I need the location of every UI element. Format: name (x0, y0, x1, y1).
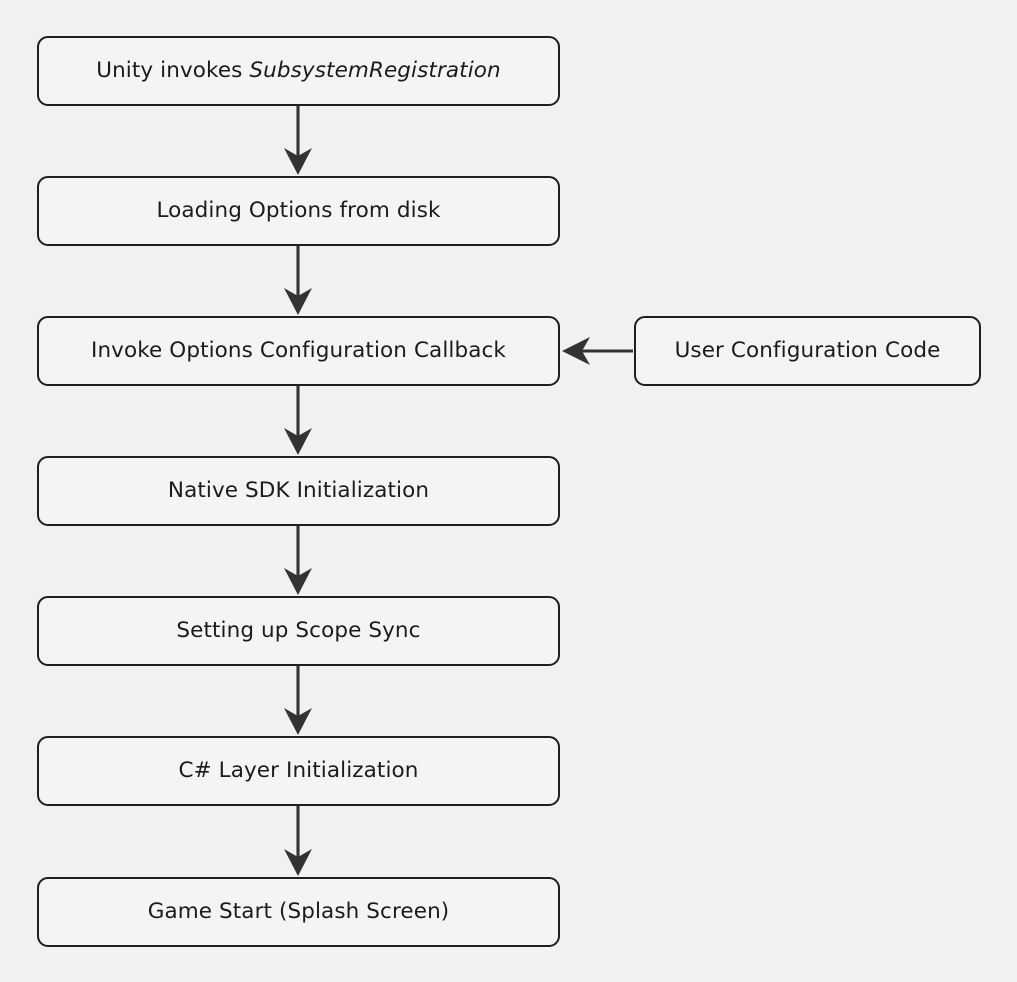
node-loading-options[interactable]: Loading Options from disk (37, 176, 560, 246)
node-subsystem-registration-label: Unity invokes SubsystemRegistration (96, 58, 501, 84)
node-subsystem-registration-label-emphasis: SubsystemRegistration (249, 58, 501, 84)
node-csharp-layer-init-label: C# Layer Initialization (178, 758, 419, 784)
edge-subsystem-registration-to-loading-options (284, 106, 312, 175)
edge-csharp-layer-init-to-game-start (284, 806, 312, 876)
node-game-start[interactable]: Game Start (Splash Screen) (37, 877, 560, 947)
node-invoke-options-callback[interactable]: Invoke Options Configuration Callback (37, 316, 560, 386)
node-csharp-layer-init[interactable]: C# Layer Initialization (37, 736, 560, 806)
node-subsystem-registration-label-plain: Unity invokes (96, 58, 250, 84)
node-user-configuration-code[interactable]: User Configuration Code (634, 316, 981, 386)
edge-invoke-options-callback-to-native-sdk-init (284, 386, 312, 455)
edge-scope-sync-to-csharp-layer-init (284, 666, 312, 735)
edge-loading-options-to-invoke-options-callback (284, 246, 312, 315)
node-user-configuration-code-label: User Configuration Code (674, 338, 941, 364)
edge-native-sdk-init-to-scope-sync (284, 526, 312, 595)
node-loading-options-label: Loading Options from disk (156, 198, 441, 224)
node-scope-sync[interactable]: Setting up Scope Sync (37, 596, 560, 666)
node-subsystem-registration[interactable]: Unity invokes SubsystemRegistration (37, 36, 560, 106)
node-native-sdk-init[interactable]: Native SDK Initialization (37, 456, 560, 526)
edge-user-configuration-code-to-invoke-options-callback (562, 337, 633, 365)
node-scope-sync-label: Setting up Scope Sync (176, 618, 421, 644)
node-game-start-label: Game Start (Splash Screen) (147, 899, 450, 925)
node-invoke-options-callback-label: Invoke Options Configuration Callback (91, 338, 506, 364)
node-native-sdk-init-label: Native SDK Initialization (167, 478, 430, 504)
